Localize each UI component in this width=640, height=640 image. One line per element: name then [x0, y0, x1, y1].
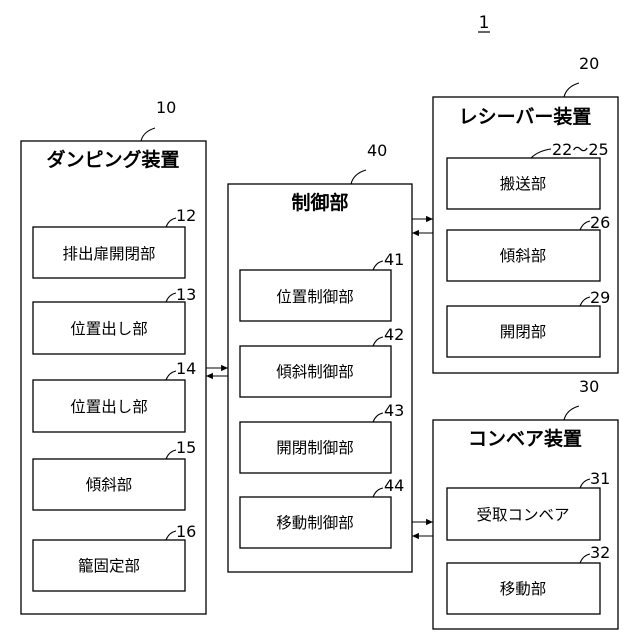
part-label: 受取コンベア — [476, 506, 569, 524]
dumping-device-title: ダンピング装置 — [46, 148, 179, 171]
receiver-device-title: レシーバー装置 — [459, 105, 592, 128]
part-ref: 26 — [590, 213, 610, 232]
receiver-device: レシーバー装置 20 搬送部 22〜25 傾斜部 26 開閉部 29 — [433, 54, 618, 373]
part-ref: 15 — [176, 438, 196, 457]
part-label: 移動部 — [500, 580, 547, 598]
conveyor-device-ref: 30 — [579, 377, 599, 396]
part-ref: 41 — [384, 250, 404, 269]
conveyor-device-leader — [564, 406, 579, 420]
control-unit-title: 制御部 — [291, 191, 348, 214]
part-ref: 12 — [176, 206, 196, 225]
dumping-device-ref: 10 — [156, 98, 176, 117]
part-label: 排出扉開閉部 — [62, 245, 155, 263]
control-unit: 制御部 40 位置制御部 41 傾斜制御部 42 開閉制御部 43 移動制御部 … — [228, 141, 412, 572]
part-label: 傾斜部 — [500, 247, 547, 265]
conveyor-device: コンベア装置 30 受取コンベア 31 移動部 32 — [433, 377, 618, 629]
dumping-device-leader — [141, 128, 155, 141]
part-ref: 31 — [590, 469, 610, 488]
part-label: 傾斜部 — [86, 476, 133, 494]
part-ref: 14 — [176, 359, 196, 378]
part-label: 移動制御部 — [276, 514, 354, 532]
figure-ref: 1 — [479, 13, 490, 33]
part-ref: 42 — [384, 325, 404, 344]
part-ref: 22〜25 — [552, 140, 609, 159]
receiver-device-leader — [564, 83, 579, 97]
control-unit-leader — [351, 170, 366, 184]
conveyor-device-title: コンベア装置 — [468, 427, 582, 450]
part-ref: 32 — [590, 543, 610, 562]
part-ref: 13 — [176, 285, 196, 304]
part-ref: 43 — [384, 401, 404, 420]
part-label: 傾斜制御部 — [276, 363, 354, 381]
part-label: 開閉部 — [500, 323, 547, 341]
part-label: 位置制御部 — [276, 288, 354, 306]
dumping-device: ダンピング装置 10 排出扉開閉部 12 位置出し部 13 位置出し部 14 傾… — [21, 98, 206, 614]
receiver-device-ref: 20 — [579, 54, 599, 73]
part-label: 籠固定部 — [78, 557, 140, 575]
part-ref: 16 — [176, 522, 196, 541]
part-label: 位置出し部 — [70, 320, 148, 338]
part-ref: 44 — [384, 476, 404, 495]
part-ref: 29 — [590, 288, 610, 307]
part-label: 位置出し部 — [70, 398, 148, 416]
control-unit-ref: 40 — [367, 141, 387, 160]
part-label: 開閉制御部 — [276, 439, 354, 457]
part-label: 搬送部 — [500, 175, 547, 193]
